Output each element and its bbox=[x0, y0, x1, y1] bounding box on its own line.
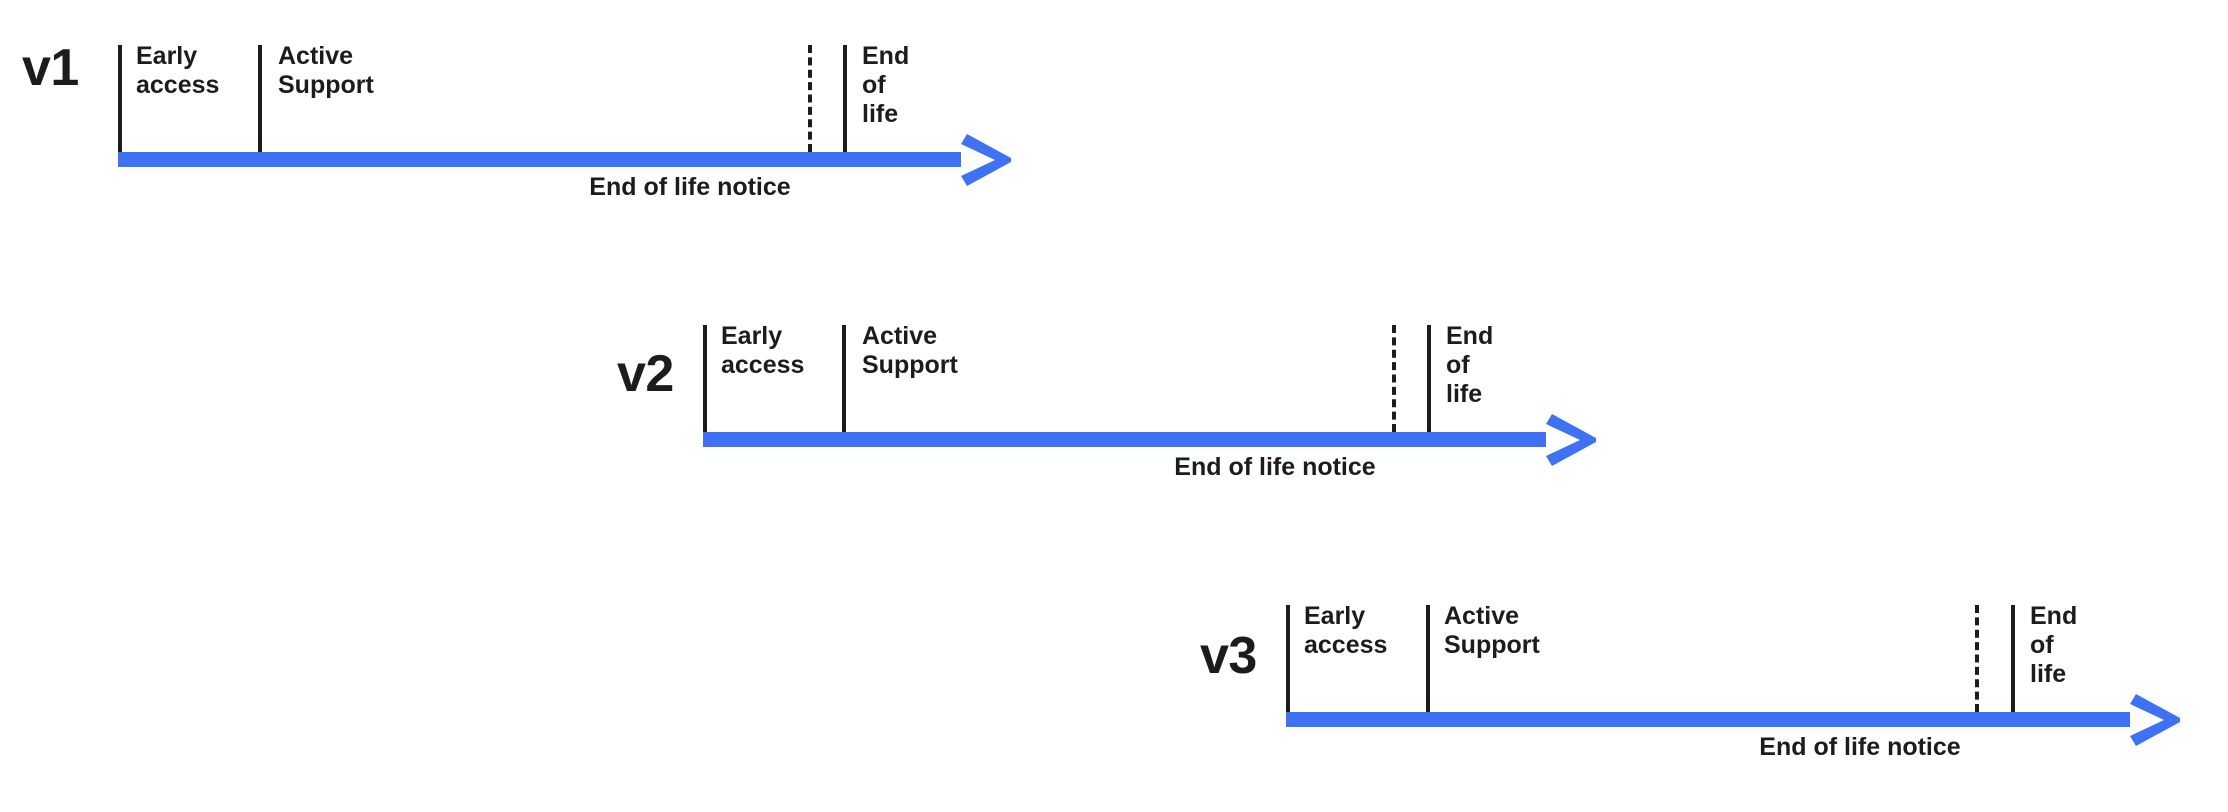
phase-divider-v3-3-dashed bbox=[1975, 605, 1979, 712]
phase-label-v2-end-of-life: End of life bbox=[1446, 322, 1494, 408]
phase-divider-v2-3-dashed bbox=[1392, 325, 1396, 432]
phase-divider-v2-1 bbox=[703, 325, 707, 432]
phase-divider-v2-2 bbox=[842, 325, 846, 432]
phase-label-v1-active-support: Active Support bbox=[278, 42, 374, 99]
end-of-life-notice-label-v2: End of life notice bbox=[1174, 453, 1376, 481]
version-label-v1: v1 bbox=[22, 39, 79, 97]
timeline-axis-bar-v3 bbox=[1286, 712, 2130, 727]
phase-divider-v1-3-dashed bbox=[808, 45, 812, 152]
phase-divider-v3-1 bbox=[1286, 605, 1290, 712]
phase-divider-v3-2 bbox=[1426, 605, 1430, 712]
version-label-v3: v3 bbox=[1200, 627, 1257, 685]
phase-label-v3-active-support: Active Support bbox=[1444, 602, 1540, 659]
timeline-arrow-head-v1 bbox=[961, 132, 1013, 188]
timeline-axis-bar-v2 bbox=[703, 432, 1546, 447]
phase-divider-v1-4 bbox=[843, 45, 847, 152]
phase-label-v3-end-of-life: End of life bbox=[2030, 602, 2078, 688]
phase-label-v1-end-of-life: End of life bbox=[862, 42, 910, 128]
phase-label-v2-early-access: Early access bbox=[721, 322, 805, 379]
timeline-axis-bar-v1 bbox=[118, 152, 961, 167]
phase-divider-v1-1 bbox=[118, 45, 122, 152]
phase-divider-v1-2 bbox=[258, 45, 262, 152]
phase-label-v1-early-access: Early access bbox=[136, 42, 220, 99]
timeline-arrow-head-v2 bbox=[1546, 412, 1598, 468]
version-label-v2: v2 bbox=[617, 345, 674, 403]
phase-divider-v3-4 bbox=[2011, 605, 2015, 712]
timeline-arrow-head-v3 bbox=[2130, 692, 2182, 748]
phase-label-v3-early-access: Early access bbox=[1304, 602, 1388, 659]
phase-label-v2-active-support: Active Support bbox=[862, 322, 958, 379]
phase-divider-v2-4 bbox=[1427, 325, 1431, 432]
end-of-life-notice-label-v3: End of life notice bbox=[1759, 733, 1961, 761]
end-of-life-notice-label-v1: End of life notice bbox=[589, 173, 791, 201]
